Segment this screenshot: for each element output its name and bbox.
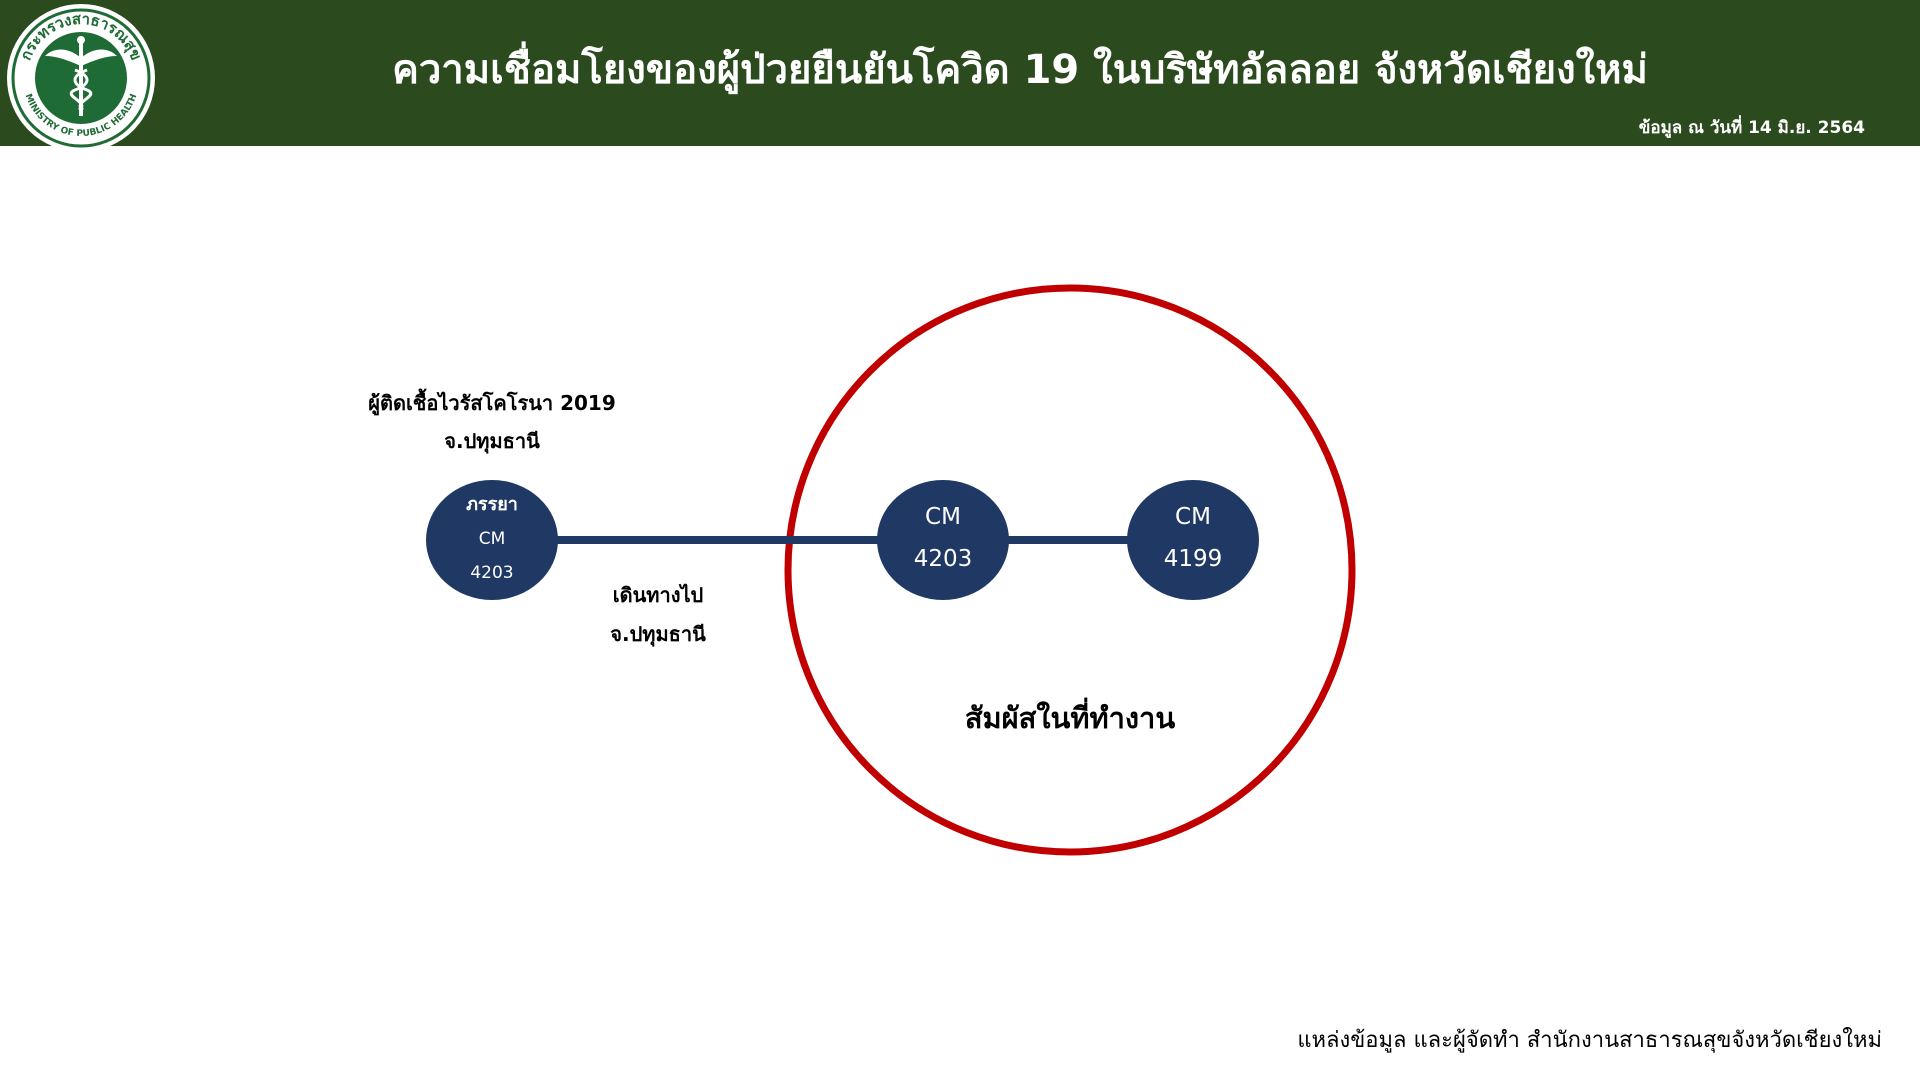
node-cm4203-label: CM 4203	[883, 496, 1003, 580]
node-cm4203-line2: 4203	[913, 546, 973, 572]
source-credit: แหล่งข้อมูล และผู้จัดทำ สำนักงานสาธารณสุ…	[1297, 1028, 1882, 1053]
travel-label: เดินทางไป จ.ปทุมธานี	[578, 576, 738, 654]
node-wife-line1: ภรรยา	[466, 494, 518, 515]
node-wife-label: ภรรยา CM 4203	[432, 488, 552, 590]
node-cm4199-label: CM 4199	[1133, 496, 1253, 580]
node-cm4199	[1127, 480, 1259, 600]
node-cm4203	[877, 480, 1009, 600]
source-case-line2: จ.ปทุมธานี	[444, 429, 540, 453]
workplace-cluster-ring	[784, 284, 1356, 856]
node-cm4199-line1: CM	[1175, 504, 1211, 530]
ministry-seal-icon: กระทรวงสาธารณสุข MINISTRY OF PUBLIC HEAL…	[7, 4, 155, 152]
node-cm4199-line2: 4199	[1163, 546, 1223, 572]
source-case-label: ผู้ติดเชื้อไวรัสโคโรนา 2019 จ.ปทุมธานี	[342, 384, 642, 460]
node-wife-line3: 4203	[470, 563, 514, 583]
node-wife-line2: CM	[478, 529, 506, 549]
travel-label-line1: เดินทางไป	[612, 583, 704, 607]
node-cm4203-line1: CM	[925, 504, 961, 530]
node-wife-cm4203	[426, 480, 558, 600]
header-bar: กระทรวงสาธารณสุข MINISTRY OF PUBLIC HEAL…	[0, 0, 1920, 152]
page-title: ความเชื่อมโยงของผู้ป่วยยืนยันโควิด 19 ใน…	[392, 47, 1648, 93]
workplace-contact-label: สัมผัสในที่ทำงาน	[964, 701, 1176, 735]
data-date: ข้อมูล ณ วันที่ 14 มิ.ย. 2564	[1638, 118, 1865, 138]
source-case-line1: ผู้ติดเชื้อไวรัสโคโรนา 2019	[368, 391, 616, 415]
travel-label-line2: จ.ปทุมธานี	[610, 622, 706, 646]
